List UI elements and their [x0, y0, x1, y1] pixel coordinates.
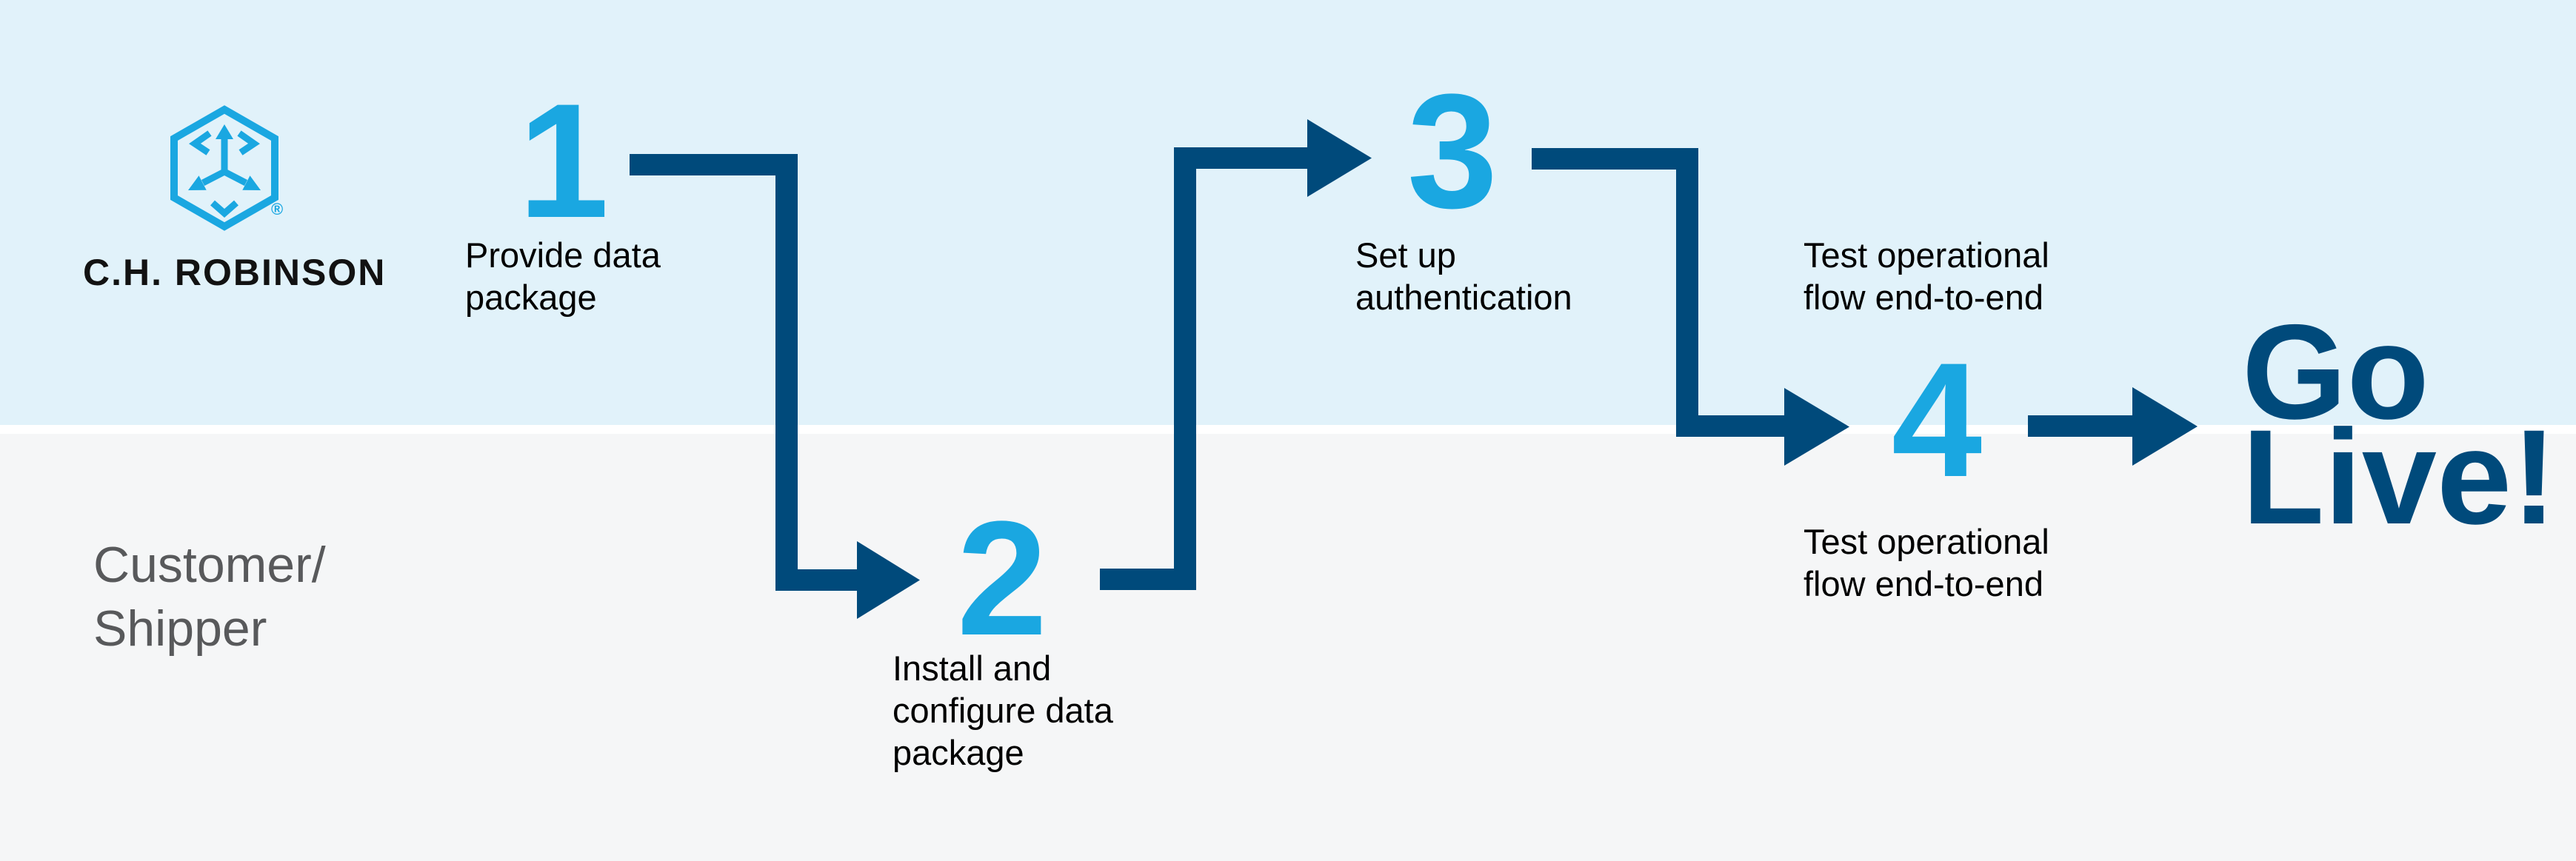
label-line: Test operational: [1803, 522, 2049, 561]
connector-step4-to-golive-arrow: [2028, 387, 2198, 466]
label-line: flow end-to-end: [1803, 564, 2043, 603]
label-line: Shipper: [93, 600, 267, 657]
customer-shipper-label: Customer/ Shipper: [93, 533, 326, 660]
label-line: configure data: [892, 691, 1113, 730]
go-live-line: Live!: [2242, 401, 2557, 552]
step-1-label: Provide data package: [465, 234, 661, 318]
label-line: Provide data: [465, 235, 661, 275]
lane-customer-shipper: [0, 434, 2576, 861]
connector-step2-to-step3-arrow: [1100, 119, 1372, 590]
arrowhead-right-icon: [857, 541, 920, 619]
label-line: Customer/: [93, 537, 326, 593]
label-line: package: [465, 278, 597, 317]
step-2-label: Install and configure data package: [892, 647, 1113, 774]
brand-wordmark: C.H. ROBINSON: [83, 252, 387, 293]
arrowhead-right-icon: [1784, 388, 1849, 466]
step-3-label: Set up authentication: [1355, 234, 1572, 318]
step-4-number: 4: [1891, 329, 1983, 511]
chr-hexagon-cube-arrows-logo-icon: [170, 105, 278, 231]
arrowhead-right-icon: [1307, 119, 1372, 197]
go-live-title: Go Live!: [2242, 296, 2557, 552]
label-line: Install and: [892, 649, 1052, 688]
lane-ch-robinson: [0, 0, 2576, 425]
connector-step3-to-step4-arrow: [1532, 148, 1849, 466]
connector-step1-to-step2-arrow: [630, 154, 920, 619]
registered-trademark-symbol: ®: [271, 200, 284, 218]
label-line: authentication: [1355, 278, 1572, 317]
go-live-line: Go: [2242, 296, 2429, 447]
label-line: Test operational: [1803, 235, 2049, 275]
label-line: flow end-to-end: [1803, 278, 2043, 317]
label-line: package: [892, 733, 1024, 772]
label-line: Set up: [1355, 235, 1456, 275]
step-2-number: 2: [956, 487, 1048, 669]
arrowhead-right-icon: [2132, 387, 2198, 466]
lane-separator: [0, 425, 2576, 434]
step-4-label-below: Test operational flow end-to-end: [1803, 520, 2049, 605]
step-1-number: 1: [518, 70, 610, 252]
step-4-label-above: Test operational flow end-to-end: [1803, 234, 2049, 318]
step-3-number: 3: [1407, 60, 1498, 242]
